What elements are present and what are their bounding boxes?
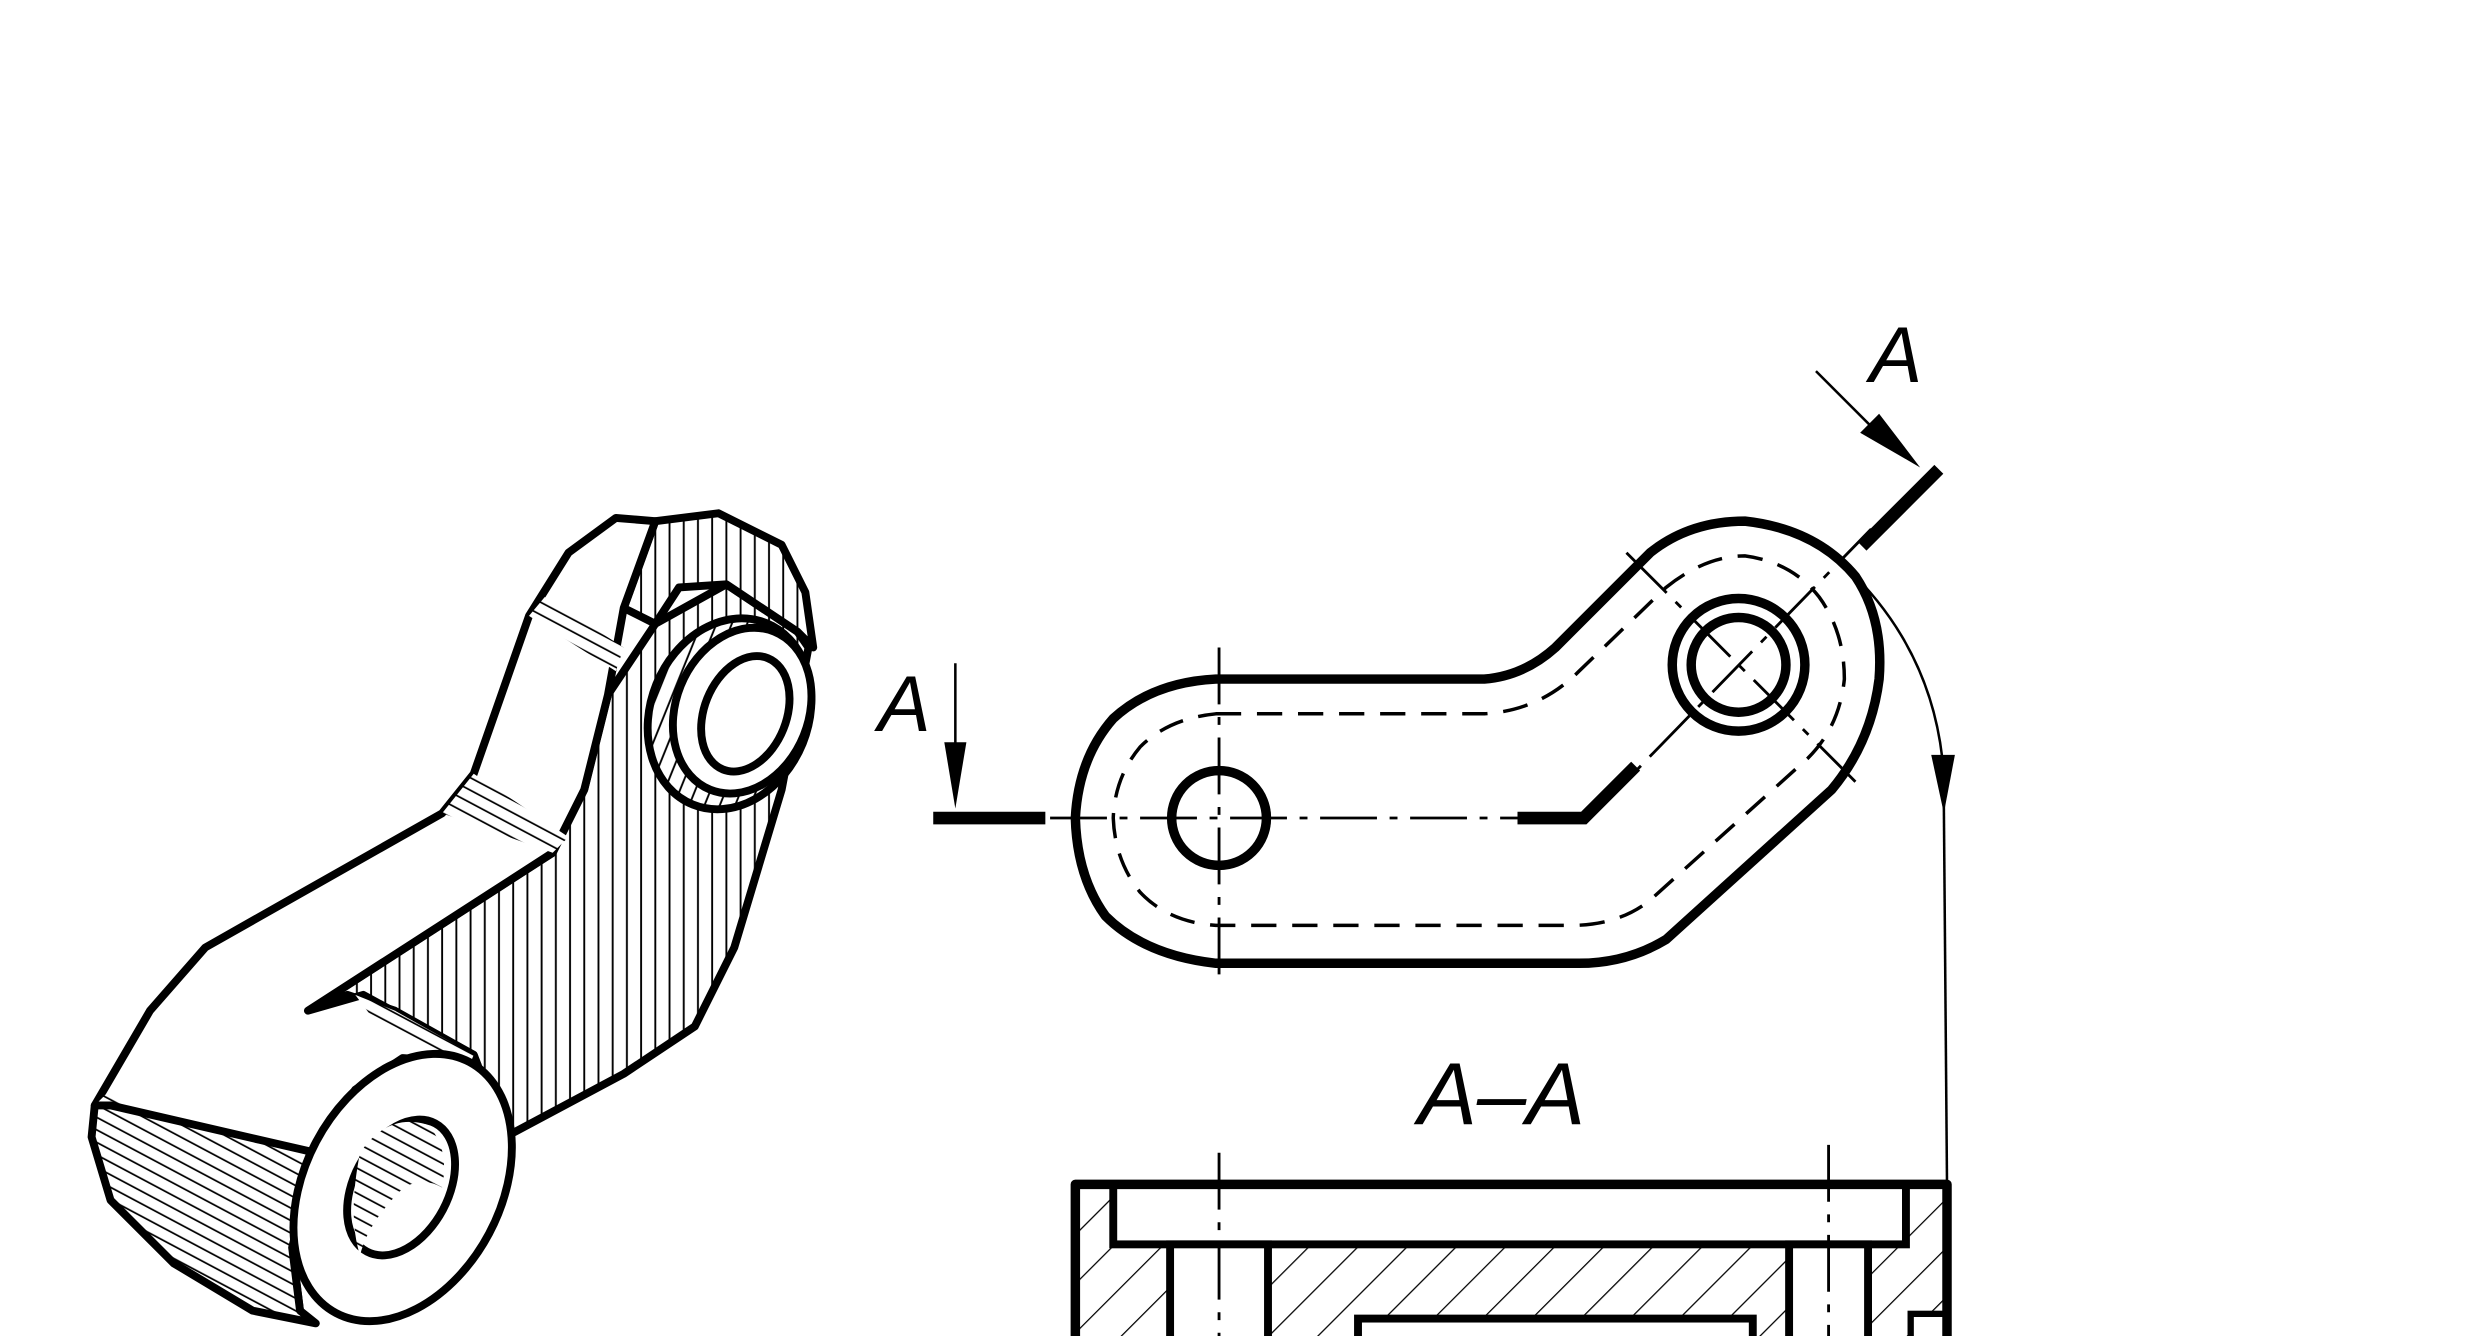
cut-arrow-left-head xyxy=(944,742,967,809)
section-title: A–A xyxy=(1413,1044,1585,1143)
cut-arrow-right-shaft xyxy=(1815,370,1881,436)
cut-label-left: A xyxy=(874,660,931,748)
plan-cutting-plane-bend xyxy=(1517,761,1641,825)
cut-label-right: A xyxy=(1866,311,1923,399)
section-view: A–A xyxy=(1070,1044,1952,1336)
iso-boss-hole xyxy=(697,652,794,776)
section-top-lip xyxy=(1109,1184,1910,1249)
plan-hidden-outline xyxy=(1111,554,1847,928)
plan-view: A A xyxy=(874,311,1955,1185)
plan-cutting-plane-right xyxy=(1857,464,1944,551)
iso-shade-band-1 xyxy=(442,773,569,853)
cut-arrow-right-head xyxy=(1860,413,1921,468)
plan-centerline-diag-2 xyxy=(1625,551,1857,783)
plan-right-boss xyxy=(1667,593,1810,736)
iso-boss-rim xyxy=(619,509,818,652)
plan-outline xyxy=(1070,516,1885,969)
iso-shade-band-2 xyxy=(528,596,624,672)
rotation-projection-line xyxy=(1942,805,1949,1185)
rotation-arc xyxy=(1846,567,1944,759)
section-right-notch xyxy=(1907,1310,1948,1336)
isometric-view xyxy=(87,509,818,1328)
section-outline xyxy=(1070,1179,1952,1336)
iso-end-cylinder xyxy=(87,1101,320,1328)
rotation-arc-head xyxy=(1931,754,1955,814)
plan-centerline-diag xyxy=(1585,528,1873,823)
iso-end-hole-shade xyxy=(353,1121,445,1256)
plan-right-hole xyxy=(1686,612,1791,717)
section-middle-pocket xyxy=(1354,1314,1757,1336)
